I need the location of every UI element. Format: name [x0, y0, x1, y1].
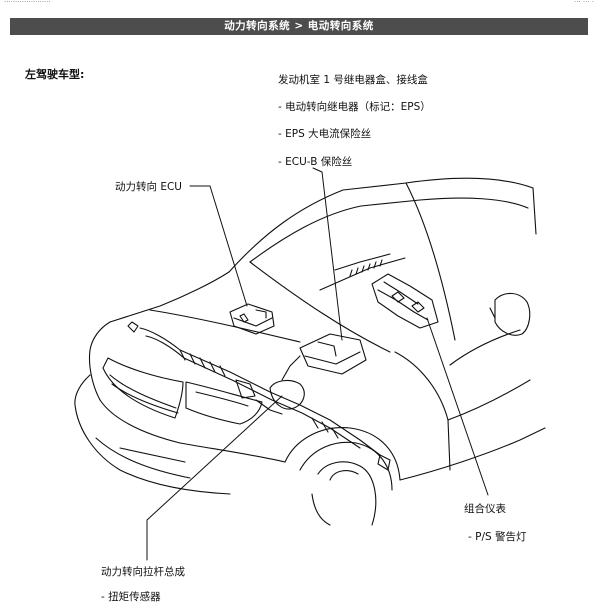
- engine-room-item-eps-fuse: - EPS 大电流保险丝: [278, 128, 372, 140]
- rack-item-torque-sensor: - 扭矩传感器: [101, 591, 161, 603]
- section-title-banner: 动力转向系统 > 电动转向系统: [10, 18, 588, 35]
- combination-meter-callout-title: 组合仪表: [464, 503, 506, 515]
- page-top-line: ····················· ··· ··· ·: [0, 0, 600, 6]
- steering-rack-shape: [127, 321, 391, 471]
- section-heading: 左驾驶车型:: [25, 68, 85, 81]
- header-right-text: ··· ··· ·: [573, 0, 594, 6]
- rack-callout-title: 动力转向拉杆总成: [101, 566, 185, 578]
- header-left-text: ·····················: [4, 0, 51, 6]
- combination-meter-shape: [371, 273, 439, 329]
- engine-room-item-eps-relay: - 电动转向继电器（标记：EPS）: [278, 101, 431, 113]
- engine-room-item-ecu-b-fuse: - ECU-B 保险丝: [278, 156, 353, 168]
- leader-lines: [146, 167, 489, 561]
- combination-meter-item-ps-warning: - P/S 警告灯: [468, 531, 527, 543]
- ecu-callout-label: 动力转向 ECU: [115, 181, 182, 193]
- ecu-shape: [229, 303, 275, 335]
- relay-box-shape: [299, 333, 367, 375]
- engine-room-callout-title: 发动机室 1 号继电器盒、接线盒: [278, 74, 428, 86]
- car-body-outline: [74, 177, 546, 526]
